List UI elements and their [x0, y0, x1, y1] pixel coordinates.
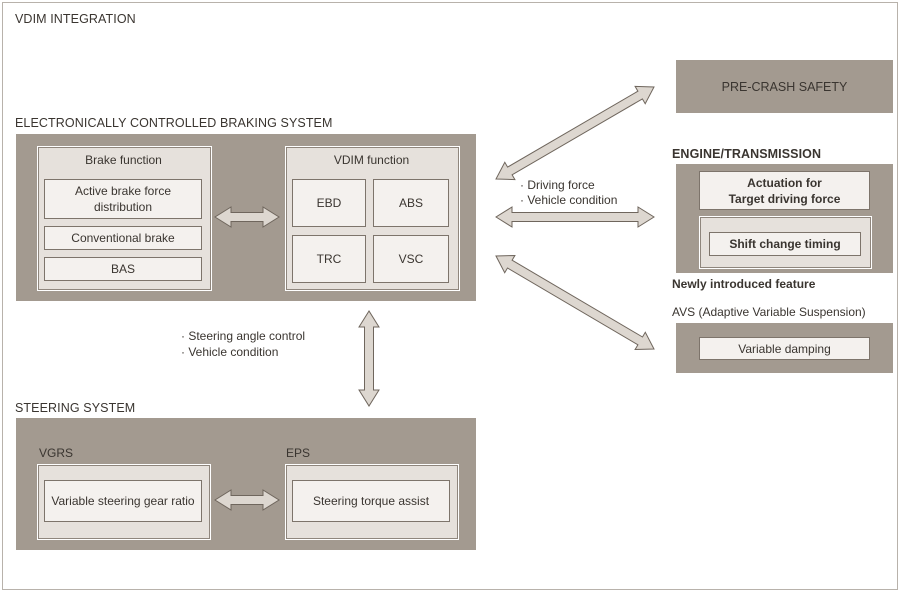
- arrow-vdim-precrash: [495, 85, 655, 181]
- active-brake-force-distribution-box: Active brake force distribution: [44, 179, 202, 219]
- eps-label: EPS: [286, 446, 311, 460]
- shift-change-timing-box: Shift change timing: [709, 232, 861, 256]
- variable-damping-box: Variable damping: [699, 337, 870, 360]
- arrow-braking-steering: [358, 310, 380, 407]
- abs-box: ABS: [373, 179, 449, 227]
- conventional-brake-box: Conventional brake: [44, 226, 202, 250]
- driving-note-driving-force: · Driving force: [520, 178, 595, 192]
- diagram-title: VDIM INTEGRATION: [15, 12, 136, 26]
- engine-transmission-header: ENGINE/TRANSMISSION: [672, 147, 822, 161]
- avs-header: AVS (Adaptive Variable Suspension): [672, 305, 866, 319]
- steering-note-angle-control: · Steering angle control: [181, 329, 306, 343]
- arrow-vdim-engine: [495, 206, 655, 228]
- actuation-target-driving-force-box: Actuation for Target driving force: [699, 171, 870, 210]
- driving-note-vehicle-condition: · Vehicle condition: [520, 193, 618, 207]
- arrow-brake-vdim: [214, 206, 280, 228]
- arrow-vdim-avs: [495, 254, 655, 351]
- bas-box: BAS: [44, 257, 202, 281]
- vgrs-label: VGRS: [39, 446, 74, 460]
- vdim-function-title: VDIM function: [333, 153, 410, 167]
- newly-introduced-feature-note: Newly introduced feature: [672, 277, 816, 291]
- vsc-box: VSC: [373, 235, 449, 283]
- arrow-vgrs-eps: [214, 489, 280, 511]
- braking-system-header: ELECTRONICALLY CONTROLLED BRAKING SYSTEM: [15, 116, 333, 130]
- arrows-layer: [214, 85, 655, 511]
- arrow-group: [214, 85, 655, 511]
- trc-box: TRC: [292, 235, 366, 283]
- steering-system-header: STEERING SYSTEM: [15, 401, 136, 415]
- ebd-box: EBD: [292, 179, 366, 227]
- steering-torque-assist-box: Steering torque assist: [292, 480, 450, 522]
- variable-steering-gear-ratio-box: Variable steering gear ratio: [44, 480, 202, 522]
- pre-crash-safety-panel: PRE-CRASH SAFETY: [676, 60, 893, 113]
- steering-note-vehicle-condition: · Vehicle condition: [181, 345, 279, 359]
- brake-function-title: Brake function: [85, 153, 162, 167]
